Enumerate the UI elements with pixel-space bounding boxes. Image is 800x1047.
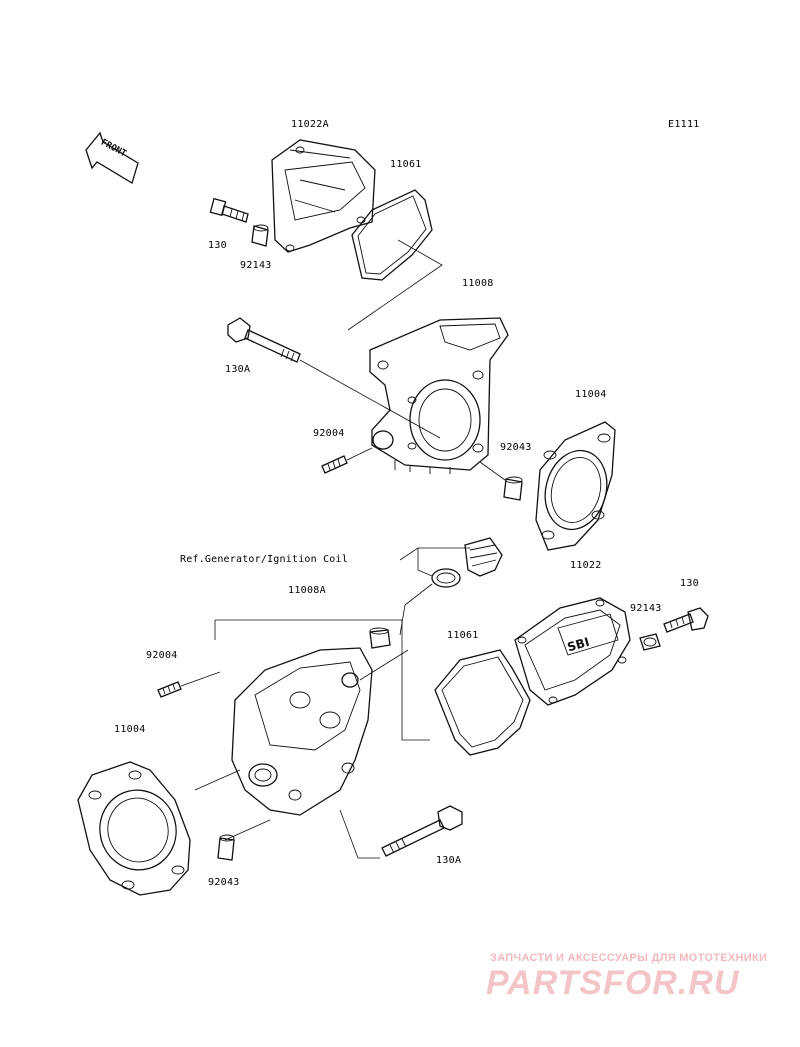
label-11061-mid[interactable]: 11061 [447, 630, 479, 641]
generator-plug [464, 537, 503, 577]
label-92043-bottom[interactable]: 92043 [208, 877, 240, 888]
label-11022a[interactable]: 11022A [291, 119, 329, 130]
label-11022[interactable]: 11022 [570, 560, 602, 571]
dowel-92043-right [503, 476, 523, 501]
bolt-130-right [663, 607, 709, 633]
gasket-11004-left [77, 761, 191, 896]
svg-text:SBI: SBI [566, 635, 591, 655]
head-cover-top [271, 139, 376, 253]
watermark-logo: PARTSFOR.RU [486, 964, 740, 1002]
cylinder-head-top [369, 317, 509, 474]
label-92143-right[interactable]: 92143 [630, 603, 662, 614]
collar-92143-right [639, 633, 661, 651]
head-cover-right: SBI [514, 597, 631, 706]
collar-92143-top [251, 224, 269, 247]
gasket-11061-mid [434, 649, 531, 756]
label-11061-top[interactable]: 11061 [390, 159, 422, 170]
label-92004-top[interactable]: 92004 [313, 428, 345, 439]
label-92143-top[interactable]: 92143 [240, 260, 272, 271]
label-11004-left[interactable]: 11004 [114, 724, 146, 735]
stud-92004-left [157, 681, 182, 698]
diagram-code: E1111 [668, 119, 700, 130]
gasket-top [351, 189, 433, 281]
label-92004-left[interactable]: 92004 [146, 650, 178, 661]
cylinder-head-bottom [231, 627, 391, 816]
label-11008a[interactable]: 11008A [288, 585, 326, 596]
label-130a-top[interactable]: 130A [225, 364, 251, 375]
stud-bolt-130a-bottom [381, 805, 463, 857]
stud-bolt-130a-top [227, 317, 301, 363]
label-ref-generator[interactable]: Ref.Generator/Ignition Coil [180, 554, 348, 565]
gasket-11004-right [535, 421, 616, 551]
label-11008[interactable]: 11008 [462, 278, 494, 289]
o-ring [431, 568, 461, 588]
front-arrow-icon: FRONT [85, 131, 139, 184]
label-130a-bottom[interactable]: 130A [436, 855, 462, 866]
dowel-92043-bottom [217, 834, 235, 861]
label-92043-right[interactable]: 92043 [500, 442, 532, 453]
watermark-caption: ЗАПЧАСТИ И АКСЕССУАРЫ ДЛЯ МОТОТЕХНИКИ [490, 952, 768, 964]
label-130-right[interactable]: 130 [680, 578, 699, 589]
stud-92004-top [321, 455, 348, 474]
label-11004-right[interactable]: 11004 [575, 389, 607, 400]
label-130-top[interactable]: 130 [208, 240, 227, 251]
front-arrow-label: FRONT [99, 138, 128, 160]
bolt-130-top [209, 197, 249, 223]
